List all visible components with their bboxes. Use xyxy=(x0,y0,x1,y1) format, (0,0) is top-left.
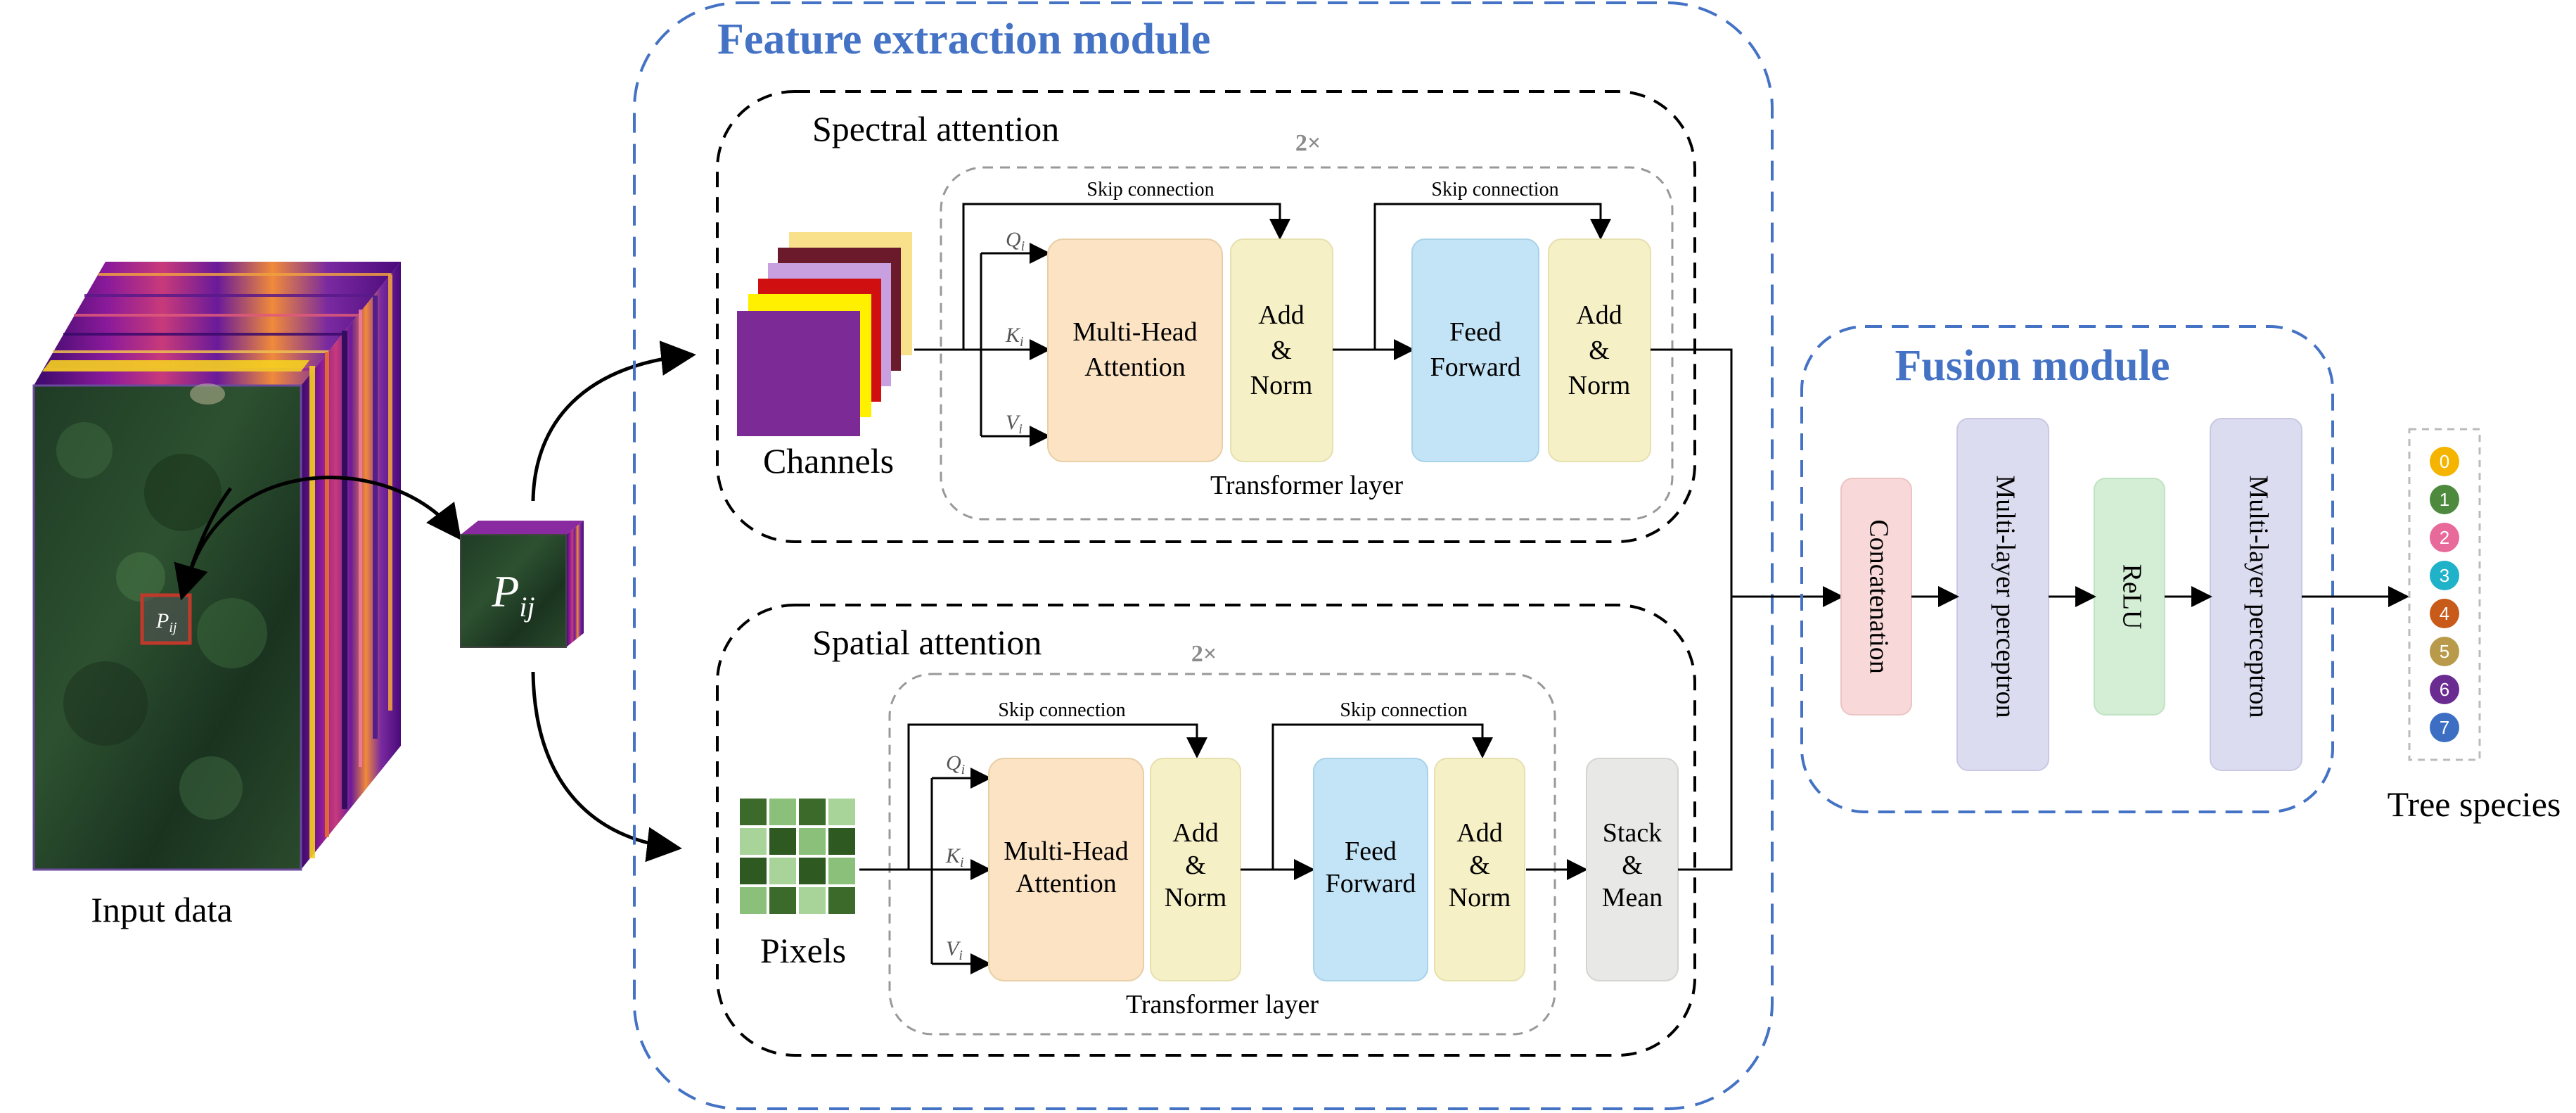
spatial-title: Spatial attention xyxy=(812,623,1042,662)
spatial-v: Vi xyxy=(946,937,963,963)
patch-marker-label: Pij xyxy=(155,609,177,635)
class-6-label: 6 xyxy=(2440,679,2449,700)
spatial-repeat: 2× xyxy=(1191,641,1217,667)
spatial-k: Ki xyxy=(945,844,964,870)
merge-lines xyxy=(1651,348,1844,871)
spectral-k: Ki xyxy=(1005,324,1024,350)
patch-label: Pij xyxy=(491,566,534,623)
spectral-feedforward-box xyxy=(1411,238,1539,462)
class-5-circle xyxy=(2430,637,2459,666)
spatial-q: Qi xyxy=(946,751,965,777)
input-data-label: Input data xyxy=(91,890,232,929)
spectral-q: Qi xyxy=(1006,228,1025,254)
feature-extraction-module xyxy=(633,1,1774,1110)
spatial-mha-line2: Attention xyxy=(1015,869,1117,898)
spectral-v: Vi xyxy=(1006,411,1023,437)
patch-marker xyxy=(140,593,192,645)
spatial-addnorm2-l3: Norm xyxy=(1449,883,1511,912)
class-7-label: 7 xyxy=(2440,717,2449,738)
spectral-ff-line1: Feed xyxy=(1449,317,1501,347)
spectral-mid-lines xyxy=(1333,203,1611,360)
spatial-qkv-lines xyxy=(859,723,1207,974)
spectral-transformer-label: Transformer layer xyxy=(1210,471,1403,500)
concatenation-label: Concatenation xyxy=(1864,519,1893,673)
spectral-attention-block xyxy=(716,90,1696,543)
spectral-repeat: 2× xyxy=(1295,130,1321,156)
fusion-module-title: Fusion module xyxy=(1895,342,2170,390)
class-4-label: 4 xyxy=(2440,603,2449,624)
spatial-addnorm1-l2: & xyxy=(1185,851,1206,880)
class-0-circle xyxy=(2430,447,2459,476)
class-3-label: 3 xyxy=(2440,565,2449,586)
spectral-ff-line2: Forward xyxy=(1430,352,1521,382)
spectral-title: Spectral attention xyxy=(812,109,1059,148)
spatial-ff-line1: Feed xyxy=(1345,837,1397,866)
spectral-mha-line2: Attention xyxy=(1084,352,1186,382)
spatial-ff-line2: Forward xyxy=(1326,869,1416,898)
spatial-transformer-label: Transformer layer xyxy=(1126,990,1319,1019)
spatial-addnorm2-l2: & xyxy=(1469,851,1490,880)
spectral-skip2-label: Skip connection xyxy=(1431,179,1558,201)
spectral-skip1-label: Skip connection xyxy=(1087,179,1214,201)
spectral-transformer-layer xyxy=(940,166,1674,521)
spectral-addnorm2-l3: Norm xyxy=(1568,371,1631,400)
patch-pointer-arrow xyxy=(174,487,233,601)
pixels-grid xyxy=(740,799,855,914)
class-list: 0 1 2 3 4 5 6 7 xyxy=(2430,447,2459,742)
fusion-module xyxy=(1800,325,2334,813)
arrow-to-spatial xyxy=(531,671,682,863)
cube-right-stripes xyxy=(309,274,392,858)
class-1-label: 1 xyxy=(2440,489,2449,510)
mlp1-label: Multi-layer perceptron xyxy=(1990,475,2020,718)
cube-top-face xyxy=(34,262,401,386)
input-data-cube: Pij xyxy=(32,262,401,871)
spatial-skip1-label: Skip connection xyxy=(998,699,1125,721)
class-0-label: 0 xyxy=(2440,451,2449,472)
stack-mean-l2: & xyxy=(1622,851,1643,880)
spatial-mha-box xyxy=(988,758,1144,981)
spectral-addnorm2-l2: & xyxy=(1589,336,1610,365)
spectral-addnorm1-l3: Norm xyxy=(1250,371,1313,400)
stack-mean-l1: Stack xyxy=(1603,818,1662,848)
spatial-attention-block xyxy=(716,604,1696,1057)
spatial-mha-line1: Multi-Head xyxy=(1004,837,1128,866)
pixels-label: Pixels xyxy=(760,931,846,970)
class-3-circle xyxy=(2430,561,2459,590)
spatial-addnorm1-l3: Norm xyxy=(1165,883,1227,912)
tree-species-output xyxy=(2408,428,2481,761)
tree-species-label: Tree species xyxy=(2388,784,2561,824)
class-4-circle xyxy=(2430,599,2459,628)
spatial-transformer-layer xyxy=(888,673,1556,1036)
spectral-addnorm1-l2: & xyxy=(1271,336,1292,365)
extracted-patch: Pij xyxy=(460,521,584,648)
spectral-mha-line1: Multi-Head xyxy=(1072,317,1197,347)
extract-arrow xyxy=(182,476,462,596)
class-6-circle xyxy=(2430,675,2459,704)
stack-mean-l3: Mean xyxy=(1602,883,1663,912)
channels-stack xyxy=(737,232,912,436)
relu-label: ReLU xyxy=(2117,564,2146,630)
class-2-label: 2 xyxy=(2440,527,2449,548)
class-5-label: 5 xyxy=(2440,641,2449,662)
spectral-mha-box xyxy=(1047,238,1223,462)
spatial-skip2-label: Skip connection xyxy=(1340,699,1467,721)
spatial-addnorm2-l1: Add xyxy=(1456,818,1502,848)
spectral-addnorm1-l1: Add xyxy=(1258,300,1304,330)
spatial-feedforward-box xyxy=(1313,758,1428,981)
class-7-circle xyxy=(2430,713,2459,742)
class-2-circle xyxy=(2430,523,2459,552)
channels-label: Channels xyxy=(763,441,894,481)
mlp2-label: Multi-layer perceptron xyxy=(2243,475,2273,718)
spectral-qkv-lines xyxy=(914,203,1290,447)
spatial-addnorm2-box xyxy=(1434,758,1525,981)
spatial-mid-lines xyxy=(1241,723,1588,880)
arrow-to-spectral xyxy=(531,341,696,502)
cube-top-stripes xyxy=(44,273,397,371)
spectral-addnorm2-l1: Add xyxy=(1576,300,1622,330)
feature-module-title: Feature extraction module xyxy=(717,15,1210,63)
class-1-circle xyxy=(2430,485,2459,514)
spatial-addnorm1-l1: Add xyxy=(1172,818,1218,848)
forest-texture xyxy=(56,383,267,820)
